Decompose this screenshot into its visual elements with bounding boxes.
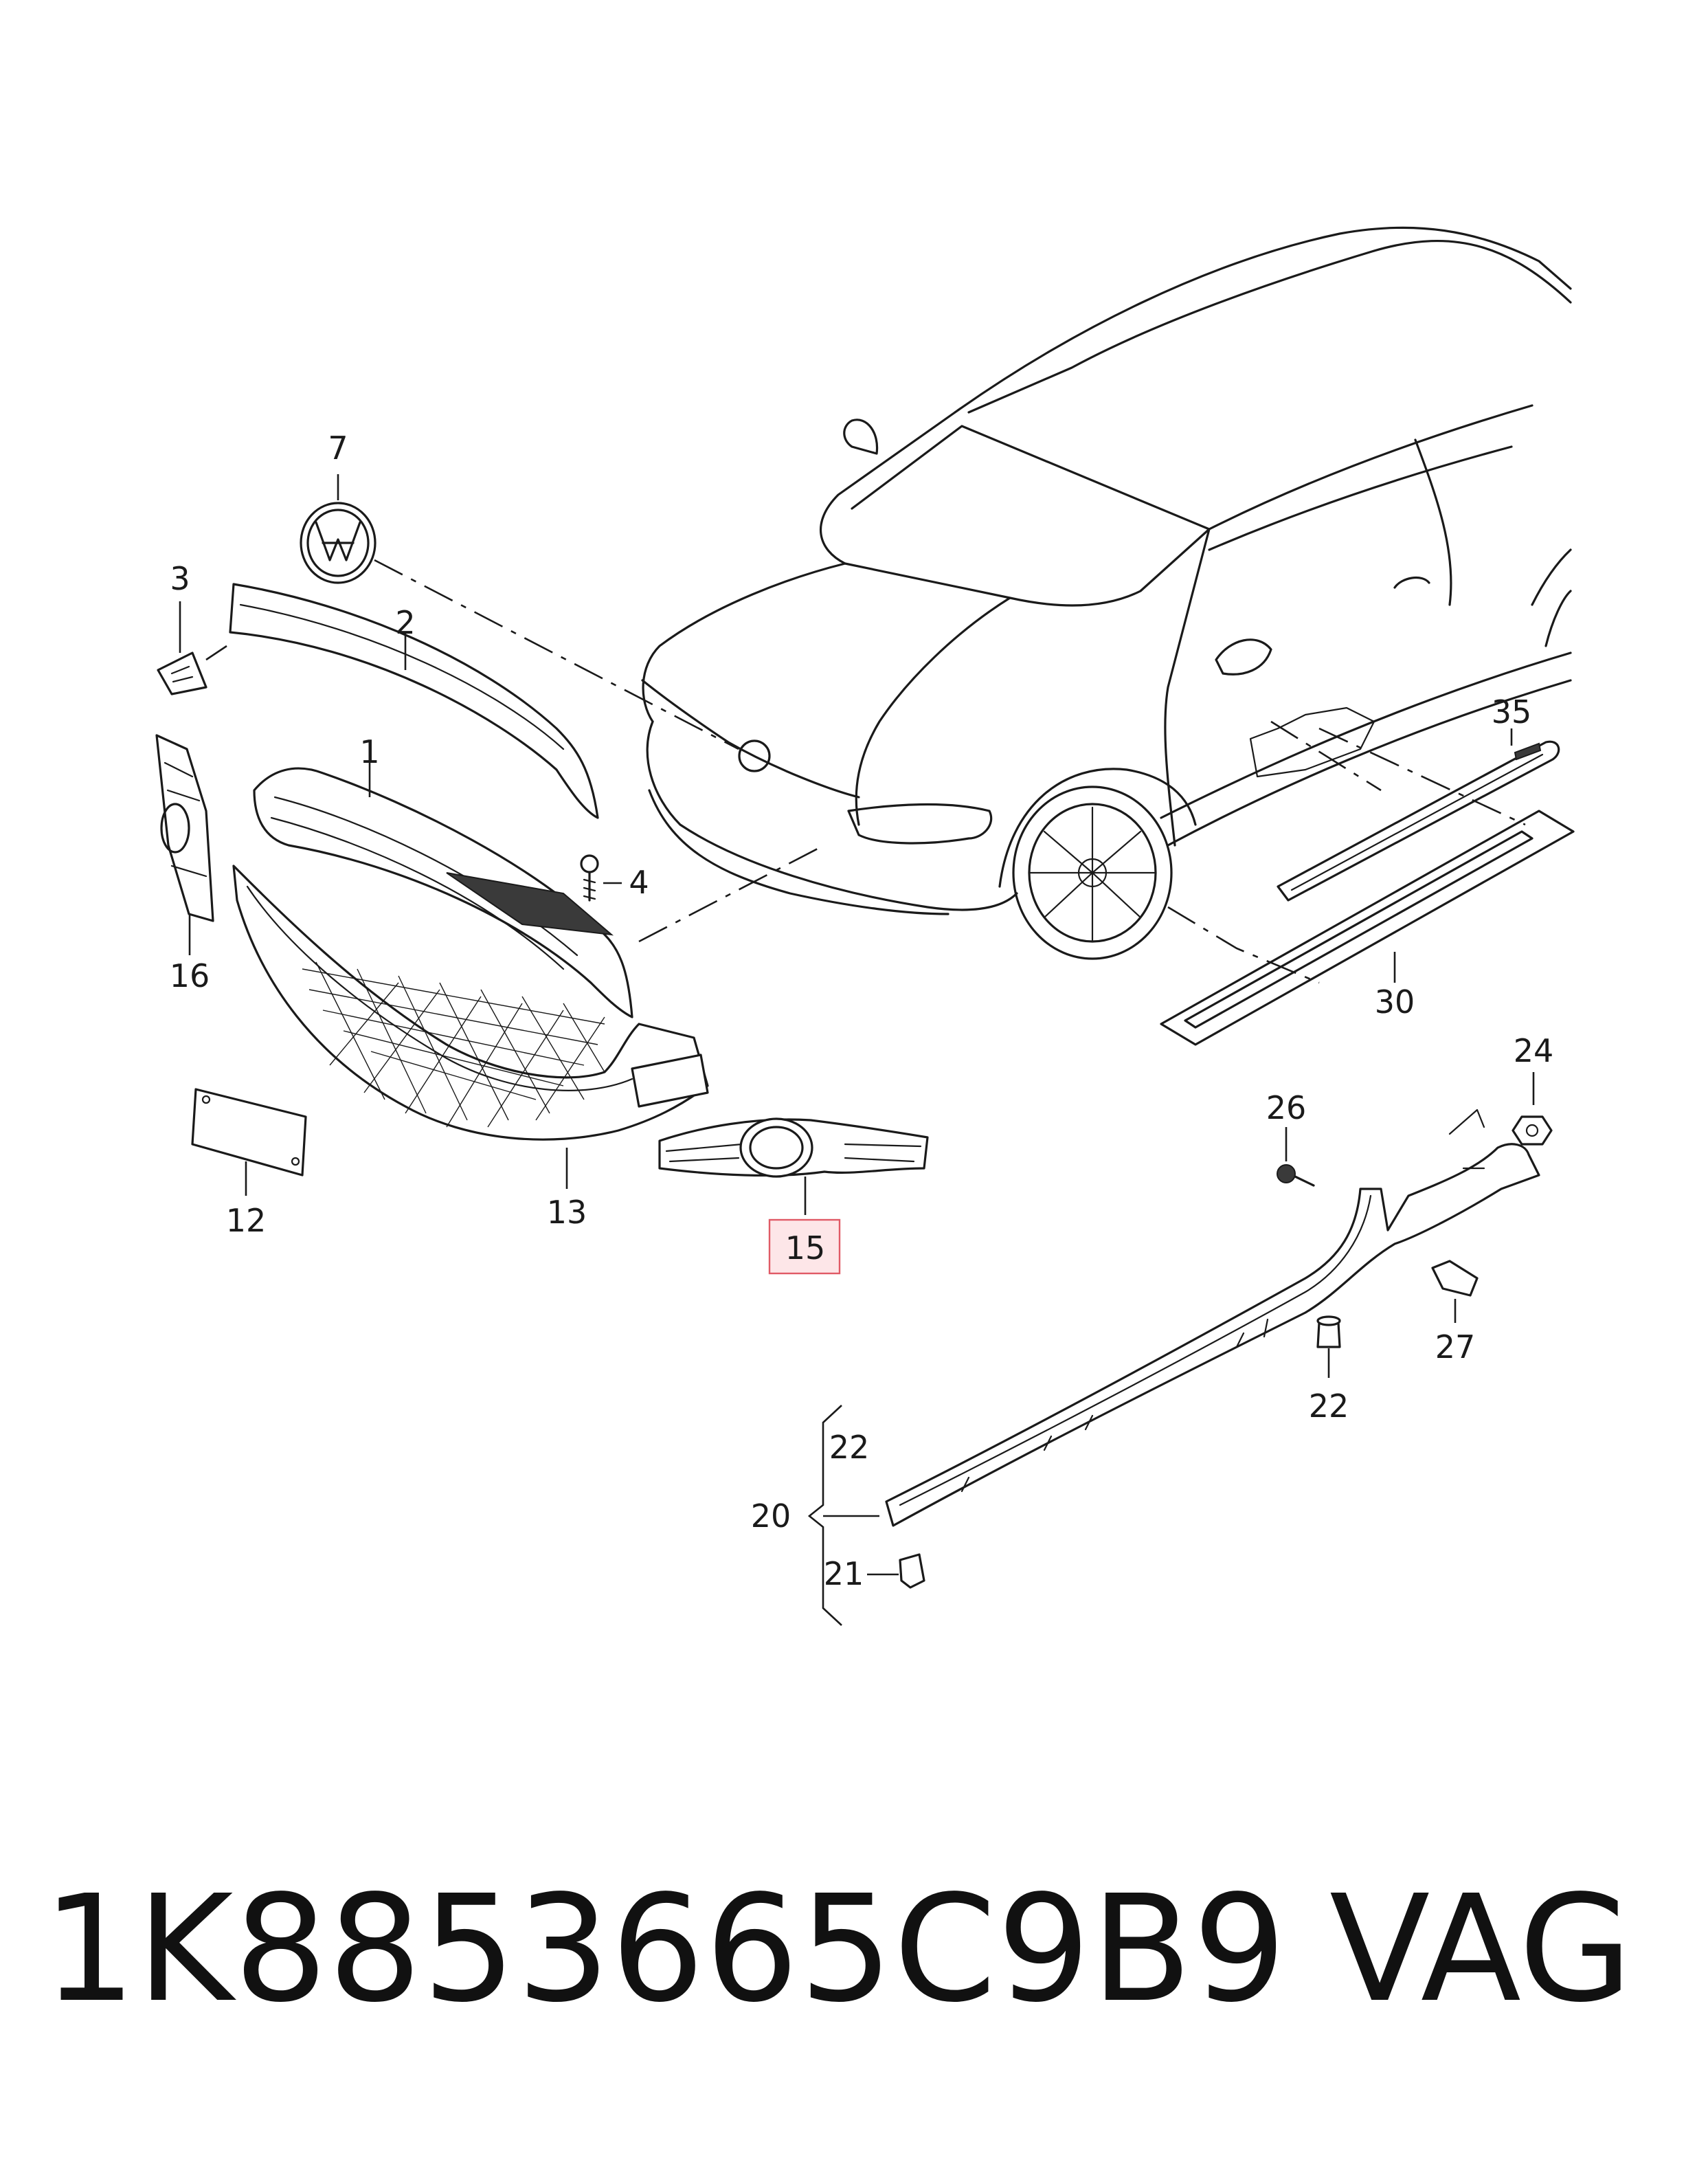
callout-labels: 7 3 2 1 4 16 12 13 15 35 30 24 26 27 22 … <box>170 430 1554 1592</box>
fog-light-grille-part-15 <box>658 1117 929 1215</box>
callout-2: 2 <box>395 604 415 641</box>
grille-part-1 <box>253 763 633 1018</box>
vw-emblem-part <box>300 474 377 584</box>
callout-13: 13 <box>547 1194 587 1231</box>
callout-27: 27 <box>1435 1328 1476 1366</box>
side-bracket-part-16 <box>155 734 214 955</box>
callout-24: 24 <box>1514 1032 1554 1069</box>
callout-3: 3 <box>170 560 190 597</box>
callout-35: 35 <box>1492 693 1532 731</box>
part-number: 1K8853665C9B9 <box>43 1864 1288 2035</box>
callout-12: 12 <box>226 1202 267 1239</box>
sill-trim-part-35 <box>1277 728 1560 902</box>
brand-name: VAG <box>1329 1864 1633 2035</box>
car-illustration <box>641 226 1572 960</box>
plate-bracket-part-12 <box>191 1088 307 1196</box>
clip-part-21 <box>867 1553 925 1589</box>
clip-part-27 <box>1431 1260 1479 1323</box>
wheel-spokes <box>1029 806 1156 941</box>
bracket-part-3 <box>157 601 207 695</box>
highlight-box-15 <box>768 1218 841 1275</box>
callout-22: 22 <box>1309 1388 1349 1425</box>
mesh-pattern <box>302 961 605 1128</box>
callout-21: 21 <box>824 1555 864 1592</box>
screw-part-4 <box>580 854 622 902</box>
callout-26: 26 <box>1266 1089 1307 1126</box>
callout-30: 30 <box>1375 983 1415 1021</box>
callout-1: 1 <box>359 733 379 770</box>
callout-4: 4 <box>629 864 649 901</box>
callout-20: 20 <box>751 1497 791 1535</box>
sill-panel-part-30 <box>1160 706 1575 1046</box>
group-bracket-20 <box>807 1405 879 1626</box>
screw-part-26 <box>1277 1127 1315 1187</box>
nut-part-24 <box>1512 1072 1553 1146</box>
callout-22: 22 <box>829 1429 870 1466</box>
callout-16: 16 <box>170 957 210 994</box>
callout-7: 7 <box>328 430 348 467</box>
plug-part-22 <box>1316 1315 1341 1378</box>
lower-grille-part-13 <box>232 865 709 1189</box>
sill-cover-part-20 <box>885 1108 1540 1527</box>
callout-15: 15 <box>785 1229 826 1267</box>
grille-trim-strip-part-2 <box>205 583 599 819</box>
